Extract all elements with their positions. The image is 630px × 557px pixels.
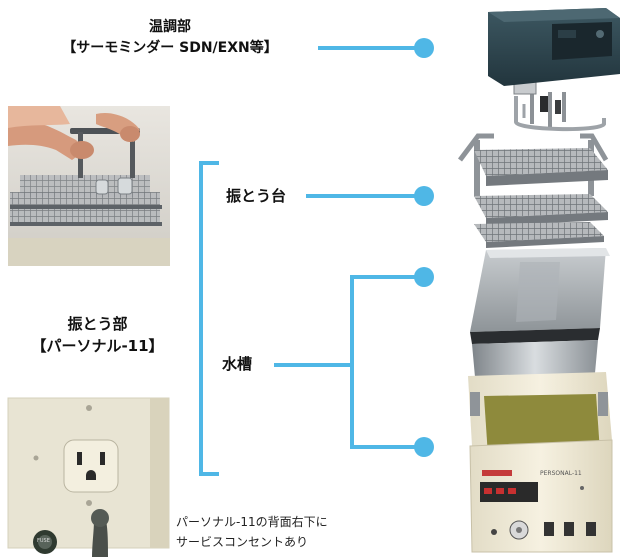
water-tank-image	[470, 248, 610, 388]
shaker-unit-title: 振とう部	[67, 315, 128, 333]
connector-dot	[414, 38, 434, 58]
outlet-panel-photo	[7, 397, 170, 557]
water-tank-label: 水槽	[222, 355, 253, 373]
connector-thermo	[318, 38, 434, 58]
shaker-base-image	[468, 372, 613, 553]
service-outlet-note: パーソナル-11の背面右下に サービスコンセントあり	[176, 512, 406, 552]
device-panel-text: PERSONAL-11	[540, 470, 582, 477]
shaker-unit-model: 【パーソナル-11】	[31, 337, 164, 355]
shaker-rack-photo	[8, 106, 170, 266]
connector-shaker-stand	[306, 186, 434, 206]
thermo-label: 温調部 【サーモミンダー SDN/EXN等】	[20, 18, 320, 58]
thermo-title: 温調部	[149, 19, 191, 35]
connector-dot	[414, 186, 434, 206]
note-line-1: パーソナル-11の背面右下に	[176, 515, 328, 529]
shaker-unit-bracket	[199, 161, 219, 476]
connector-water-tank	[274, 267, 434, 457]
connector-dot	[414, 267, 434, 287]
note-line-2: サービスコンセントあり	[176, 535, 309, 549]
shaker-unit-label: 振とう部 【パーソナル-11】	[10, 314, 185, 356]
thermo-model: 【サーモミンダー SDN/EXN等】	[62, 40, 278, 56]
shaker-stand-image	[458, 133, 609, 248]
shaker-stand-label: 振とう台	[226, 187, 287, 205]
fuse-text: FUSE	[37, 538, 50, 544]
connector-dot	[414, 437, 434, 457]
thermo-controller-image	[488, 8, 620, 132]
